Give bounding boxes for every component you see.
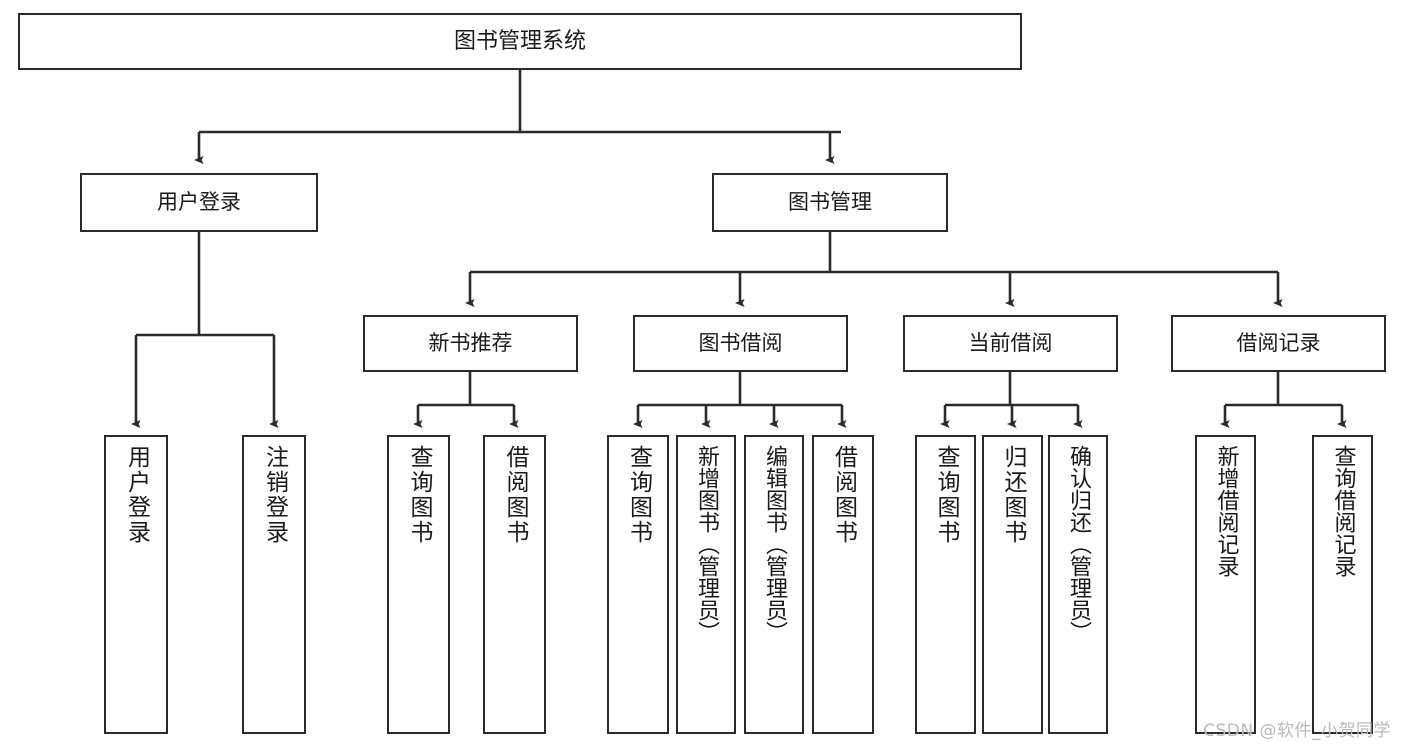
leaf-current-borrow-confirm-return[interactable]: 确认归还（管理员） (1048, 435, 1108, 734)
node-book-management[interactable]: 图书管理 (712, 173, 948, 232)
node-label: 用户登录 (123, 445, 150, 545)
node-label: 查询借阅记录 (1330, 445, 1356, 577)
node-book-borrow[interactable]: 图书借阅 (633, 315, 848, 372)
node-label: 新增图书（管理员） (694, 445, 719, 643)
leaf-current-borrow-query[interactable]: 查询图书 (915, 435, 976, 734)
node-new-book-recommend[interactable]: 新书推荐 (363, 315, 578, 372)
leaf-borrow-record-add[interactable]: 新增借阅记录 (1195, 435, 1256, 734)
node-label: 新书推荐 (428, 331, 513, 356)
node-root-system[interactable]: 图书管理系统 (18, 13, 1022, 70)
node-label: 注销登录 (261, 445, 288, 545)
node-label: 借阅图书 (502, 445, 528, 545)
node-borrow-record[interactable]: 借阅记录 (1171, 315, 1386, 372)
node-label: 编辑图书（管理员） (762, 445, 787, 643)
leaf-new-book-borrow[interactable]: 借阅图书 (483, 435, 546, 734)
node-label: 图书管理 (788, 190, 872, 215)
node-label: 用户登录 (157, 190, 241, 215)
node-label: 查询图书 (406, 445, 432, 545)
node-label: 借阅图书 (830, 445, 857, 545)
leaf-user-login-signin[interactable]: 用户登录 (104, 435, 168, 734)
leaf-current-borrow-return[interactable]: 归还图书 (982, 435, 1043, 734)
node-label: 查询图书 (933, 445, 959, 545)
node-label: 图书借阅 (698, 331, 783, 356)
leaf-book-borrow-add[interactable]: 新增图书（管理员） (676, 435, 736, 734)
leaf-book-borrow-edit[interactable]: 编辑图书（管理员） (744, 435, 804, 734)
node-label: 借阅记录 (1236, 331, 1321, 356)
node-label: 新增借阅记录 (1213, 445, 1239, 577)
node-label: 当前借阅 (968, 331, 1053, 356)
csdn-watermark: CSDN @软件_小贺同学 (1203, 721, 1391, 741)
node-current-borrow[interactable]: 当前借阅 (903, 315, 1118, 372)
node-label: 归还图书 (1000, 445, 1026, 545)
leaf-book-borrow-query[interactable]: 查询图书 (607, 435, 669, 734)
leaf-borrow-record-query[interactable]: 查询借阅记录 (1312, 435, 1373, 734)
node-label: 图书管理系统 (453, 28, 586, 54)
leaf-new-book-query[interactable]: 查询图书 (387, 435, 450, 734)
node-label: 确认归还（管理员） (1066, 445, 1091, 643)
leaf-user-login-signout[interactable]: 注销登录 (242, 435, 306, 734)
node-user-login[interactable]: 用户登录 (80, 173, 318, 232)
leaf-book-borrow-borrow[interactable]: 借阅图书 (812, 435, 874, 734)
node-label: 查询图书 (625, 445, 652, 545)
